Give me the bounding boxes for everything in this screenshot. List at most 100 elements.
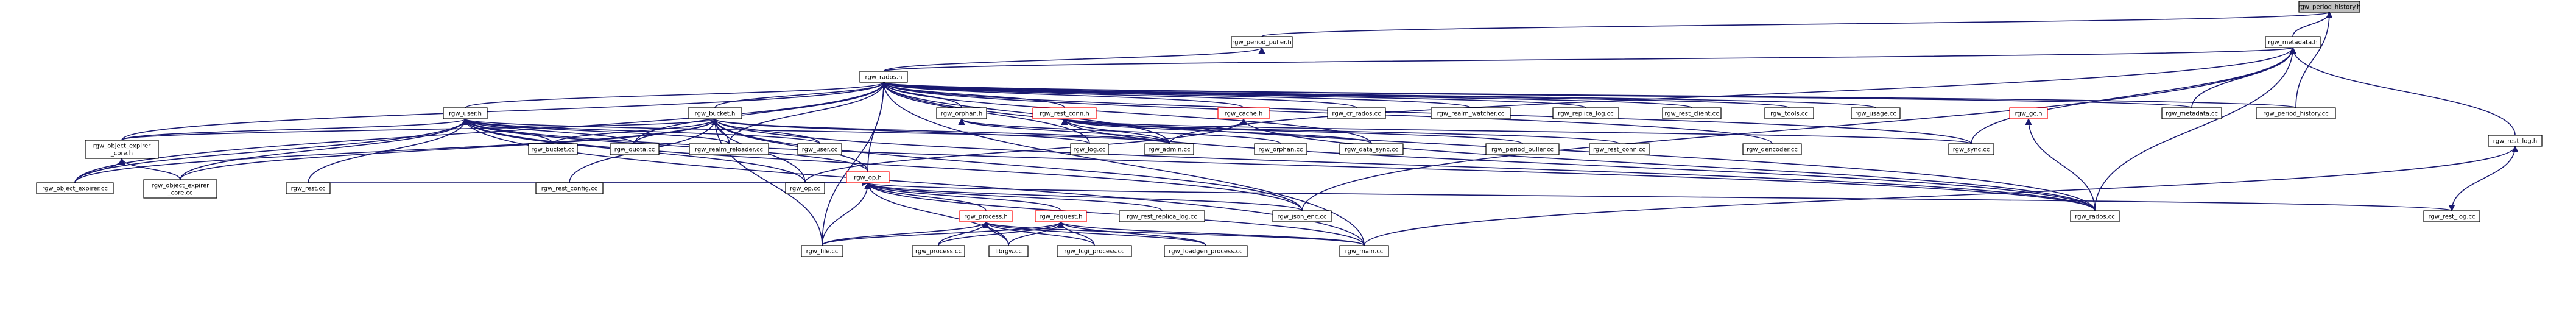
- edge-main_cc-to-process_h: [982, 221, 1365, 246]
- node-box: [1764, 107, 1814, 119]
- node-log-cc[interactable]: rgw_log.cc: [1070, 143, 1109, 155]
- node-box: [688, 107, 742, 119]
- node-rest-replica-log-cc[interactable]: rgw_rest_replica_log.cc: [1119, 210, 1205, 222]
- edge-sync_cc-to-rest_conn_h: [1061, 118, 1972, 144]
- edge-admin_cc-to-metadata_h: [1169, 46, 2296, 144]
- node-box: [959, 210, 1013, 222]
- node-rest-conn-h[interactable]: rgw_rest_conn.h: [1032, 107, 1097, 119]
- node-op-h[interactable]: rgw_op.h: [846, 171, 890, 183]
- node-label: rgw_bucket.cc: [531, 147, 574, 154]
- edge-fcgi_process_cc-to-process_h: [982, 221, 1095, 246]
- node-box: [2161, 107, 2222, 119]
- node-data-sync-cc[interactable]: rgw_data_sync.cc: [1339, 143, 1404, 155]
- edge-sync_cc-to-metadata_h: [1971, 46, 2296, 144]
- node-label: rgw_fcgi_process.cc: [1064, 249, 1124, 255]
- edge-file_cc-to-bucket_h: [711, 118, 823, 246]
- node-op-cc[interactable]: rgw_op.cc: [785, 182, 825, 194]
- node-box: [36, 182, 114, 194]
- node-quota-cc[interactable]: rgw_quota.cc: [610, 143, 660, 155]
- node-label: rgw_data_sync.cc: [1345, 147, 1398, 154]
- node-tools-cc[interactable]: rgw_tools.cc: [1764, 107, 1814, 119]
- node-process-cc[interactable]: rgw_process.cc: [912, 245, 965, 257]
- node-box: [2256, 107, 2336, 119]
- node-box: [2009, 107, 2048, 119]
- node-sync-cc[interactable]: rgw_sync.cc: [1948, 143, 1994, 155]
- node-label: rgw_log.cc: [1074, 147, 1106, 154]
- edge-admin_cc-to-rest_conn_h: [1061, 118, 1170, 144]
- node-label: rgw_orphan.h: [941, 111, 982, 118]
- node-metadata-h[interactable]: rgw_metadata.h: [2265, 36, 2321, 48]
- node-bucket-cc[interactable]: rgw_bucket.cc: [528, 143, 578, 155]
- node-rest-log-cc[interactable]: rgw_rest_log.cc: [2423, 210, 2480, 222]
- node-cache-h[interactable]: rgw_cache.h: [1217, 107, 1270, 119]
- node-usage-cc[interactable]: rgw_usage.cc: [1851, 107, 1901, 119]
- node-loadgen-process-cc[interactable]: rgw_loadgen_process.cc: [1164, 245, 1248, 257]
- node-label: rgw_realm_reloader.cc: [695, 147, 763, 154]
- edge-sync_cc-to-rados_h: [880, 81, 1972, 144]
- edge-file_cc-to-op_h: [822, 182, 871, 246]
- node-rest-log-h[interactable]: rgw_rest_log.h: [2488, 135, 2543, 147]
- node-label: rgw_metadata.cc: [2166, 111, 2218, 118]
- node-label: _core.cc: [167, 190, 193, 197]
- node-label: rgw_orphan.cc: [1258, 147, 1303, 154]
- node-rest-cc[interactable]: rgw_rest.cc: [286, 182, 331, 194]
- node-label: rgw_main.cc: [1345, 249, 1384, 255]
- node-metadata-cc[interactable]: rgw_metadata.cc: [2161, 107, 2222, 119]
- node-period-history-h[interactable]: rgw_period_history.h: [2298, 1, 2361, 13]
- node-rados-h[interactable]: rgw_rados.h: [859, 71, 908, 83]
- node-label: rgw_cache.h: [1225, 111, 1263, 118]
- edge-main_cc-to-request_h: [1057, 221, 1365, 246]
- edge-main_cc-to-op_h: [864, 182, 1365, 246]
- node-rest-conn-cc[interactable]: rgw_rest_conn.cc: [1589, 143, 1650, 155]
- node-fcgi-process-cc[interactable]: rgw_fcgi_process.cc: [1057, 245, 1132, 257]
- node-period-puller-h[interactable]: rgw_period_puller.h: [1231, 36, 1293, 48]
- node-admin-cc[interactable]: rgw_admin.cc: [1144, 143, 1194, 155]
- node-period-history-cc[interactable]: rgw_period_history.cc: [2256, 107, 2336, 119]
- node-object-expirer-cc[interactable]: rgw_object_expirer.cc: [36, 182, 114, 194]
- node-realm-reloader-cc[interactable]: rgw_realm_reloader.cc: [689, 143, 769, 155]
- edge-bucket_h-to-rados_h: [714, 81, 887, 108]
- node-box: [1662, 107, 1722, 119]
- node-orphan-cc[interactable]: rgw_orphan.cc: [1254, 143, 1307, 155]
- edge-rados_h-to-period_puller_h: [883, 46, 1265, 72]
- node-file-cc[interactable]: rgw_file.cc: [801, 245, 843, 257]
- edge-user_cc-to-user_h: [462, 118, 820, 144]
- node-label: rgw_rest_config.cc: [541, 186, 597, 193]
- node-cr-rados-cc[interactable]: rgw_cr_rados.cc: [1327, 107, 1386, 119]
- node-request-h[interactable]: rgw_request.h: [1035, 210, 1087, 222]
- node-rest-config-cc[interactable]: rgw_rest_config.cc: [535, 182, 604, 194]
- node-gc-h[interactable]: rgw_gc.h: [2009, 107, 2048, 119]
- node-json-enc-cc[interactable]: rgw_json_enc.cc: [1272, 210, 1332, 222]
- node-label: rgw_cr_rados.cc: [1332, 111, 1381, 118]
- node-label: librgw.cc: [995, 249, 1022, 255]
- node-box: [1272, 210, 1332, 222]
- node-label: rgw_rados.cc: [2075, 214, 2115, 221]
- node-object-expirer-core-h[interactable]: rgw_object_expirer_core.h: [85, 140, 159, 159]
- edge-rest_log_h-to-metadata_h: [2289, 46, 2516, 136]
- edge-main_cc-to-user_h: [462, 118, 1365, 246]
- node-realm-watcher-cc[interactable]: rgw_realm_watcher.cc: [1431, 107, 1511, 119]
- node-rest-client-cc[interactable]: rgw_rest_client.cc: [1662, 107, 1722, 119]
- node-librgw-cc[interactable]: librgw.cc: [988, 245, 1029, 257]
- node-box: [988, 245, 1029, 257]
- edge-object_expirer_core_cc-to-user_h: [180, 118, 469, 180]
- node-replica-log-cc[interactable]: rgw_replica_log.cc: [1552, 107, 1619, 119]
- node-period-puller-cc[interactable]: rgw_period_puller.cc: [1485, 143, 1560, 155]
- node-label: rgw_realm_watcher.cc: [1437, 111, 1505, 118]
- node-process-h[interactable]: rgw_process.h: [959, 210, 1013, 222]
- node-orphan-h[interactable]: rgw_orphan.h: [936, 107, 987, 119]
- node-object-expirer-core-cc[interactable]: rgw_object_expirer_core.cc: [143, 179, 217, 199]
- node-main-cc[interactable]: rgw_main.cc: [1339, 245, 1389, 257]
- node-label: rgw_rest_conn.h: [1040, 111, 1089, 118]
- node-label: rgw_dencoder.cc: [1747, 147, 1798, 154]
- node-box: [1431, 107, 1511, 119]
- node-user-cc[interactable]: rgw_user.cc: [797, 143, 842, 155]
- node-user-h[interactable]: rgw_user.h: [443, 107, 488, 119]
- node-dencoder-cc[interactable]: rgw_dencoder.cc: [1742, 143, 1802, 155]
- node-bucket-h[interactable]: rgw_bucket.h: [688, 107, 742, 119]
- node-rados-cc[interactable]: rgw_rados.cc: [2070, 210, 2120, 222]
- edge-rados_h-to-metadata_h: [883, 46, 2296, 72]
- node-label: rgw_rest_client.cc: [1664, 111, 1719, 118]
- node-label: rgw_user.cc: [802, 147, 838, 154]
- edge-bucket_cc-to-bucket_h: [552, 118, 719, 144]
